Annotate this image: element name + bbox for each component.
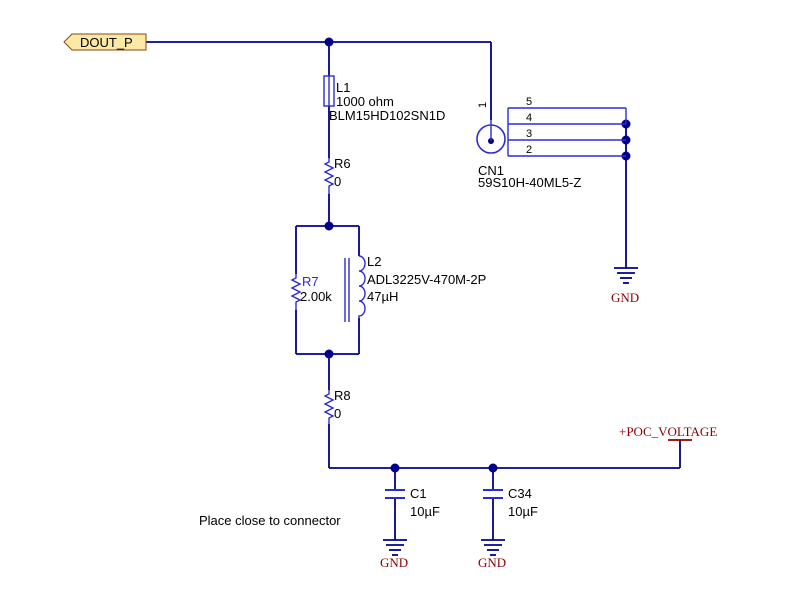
cn1-pin-1: 1 — [477, 102, 489, 108]
l1-value: 1000 ohm — [336, 94, 394, 109]
cn1-pin-5: 5 — [526, 96, 532, 108]
cn1-pin-4: 4 — [526, 112, 532, 124]
poc-voltage-label: +POC_VOLTAGE — [619, 424, 717, 439]
design-note: Place close to connector — [199, 513, 341, 528]
gnd-label: GND — [380, 555, 408, 570]
r6-value: 0 — [334, 174, 341, 189]
cn1-pin-3: 3 — [526, 128, 532, 140]
resistor-r7[interactable]: R7 2.00k — [290, 274, 332, 310]
ferrite-bead-l1[interactable]: L1 1000 ohm BLM15HD102SN1D — [323, 75, 445, 123]
l2-ref: L2 — [367, 254, 381, 269]
cn1-part: 59S10H-40ML5-Z — [478, 175, 581, 190]
net-label-dout-p[interactable]: DOUT_P — [63, 33, 147, 51]
r8-ref: R8 — [334, 388, 351, 403]
resistor-r6[interactable]: R6 0 — [323, 156, 351, 194]
power-port-poc-voltage[interactable]: +POC_VOLTAGE — [619, 424, 717, 441]
net-label-text: DOUT_P — [80, 35, 133, 50]
c34-value: 10µF — [508, 504, 538, 519]
gnd-symbol-c34: GND — [478, 539, 506, 570]
capacitor-c1[interactable]: C1 10µF — [385, 486, 440, 519]
l2-part: ADL3225V-470M-2P — [367, 272, 486, 287]
junction-dot — [324, 349, 334, 359]
r7-value: 2.00k — [300, 289, 332, 304]
junction-dot — [488, 463, 498, 473]
l1-part: BLM15HD102SN1D — [329, 108, 445, 123]
l1-ref: L1 — [336, 80, 350, 95]
r7-ref: R7 — [302, 274, 319, 289]
l2-value: 47µH — [367, 289, 398, 304]
junction-dot — [390, 463, 400, 473]
capacitor-c34[interactable]: C34 10µF — [483, 486, 538, 519]
c34-ref: C34 — [508, 486, 532, 501]
c1-ref: C1 — [410, 486, 427, 501]
wires — [146, 41, 681, 540]
c1-value: 10µF — [410, 504, 440, 519]
gnd-symbol-cn1: GND — [611, 267, 639, 305]
junction-dot — [324, 37, 334, 47]
gnd-symbol-c1: GND — [380, 539, 408, 570]
resistor-r8[interactable]: R8 0 — [323, 388, 351, 424]
junction-dot — [324, 221, 334, 231]
gnd-label: GND — [478, 555, 506, 570]
cn1-ref: CN1 — [478, 163, 504, 178]
connector-cn1[interactable]: 1 5 4 3 2 CN1 59S10H-40ML5-Z — [476, 96, 627, 190]
r6-ref: R6 — [334, 156, 351, 171]
r8-value: 0 — [334, 406, 341, 421]
gnd-label: GND — [611, 290, 639, 305]
inductor-l2[interactable]: L2 ADL3225V-470M-2P 47µH — [344, 254, 486, 322]
cn1-pin-2: 2 — [526, 144, 532, 156]
